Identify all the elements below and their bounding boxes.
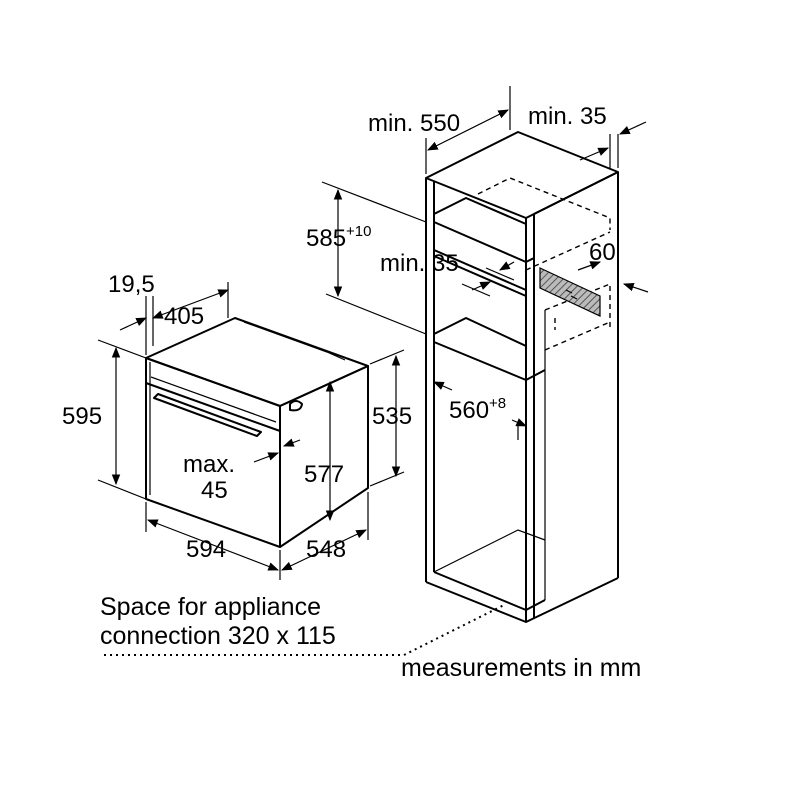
label-cabinet-min-width: min. 550 <box>368 110 460 137</box>
note-connection-line2: connection 320 x 115 <box>100 622 336 650</box>
oven-control-panel-line <box>145 382 281 432</box>
label-handle-gap-value: 45 <box>201 477 228 504</box>
oven-knob-icon <box>289 400 303 412</box>
label-depth: 548 <box>306 536 346 563</box>
oven-top-groove <box>243 321 346 361</box>
notes: Space for appliance connection 320 x 115… <box>100 593 641 682</box>
oven-handle <box>153 393 262 437</box>
label-niche-width: 560+8 <box>449 395 506 424</box>
label-depth-front: 405 <box>164 303 204 330</box>
label-handle-gap: max. <box>183 451 235 478</box>
note-connection-line1: Space for appliance <box>100 593 321 621</box>
oven-top-face <box>145 317 369 407</box>
oven-drawing <box>145 317 369 548</box>
label-height-niche: 577 <box>304 461 344 488</box>
cabinet-drawing <box>425 131 619 623</box>
cabinet-top-face <box>425 131 619 219</box>
label-side-gap: 19,5 <box>108 271 155 298</box>
oven-dimensions <box>97 282 405 580</box>
label-width: 594 <box>186 536 226 563</box>
label-cabinet-back-gap: min. 35 <box>528 103 607 130</box>
connection-leader-line <box>104 604 505 656</box>
label-shelf-gap: min. 35 <box>380 250 459 277</box>
cabinet-dimensions <box>321 86 649 440</box>
oven-panel-inner-line <box>150 376 277 423</box>
label-height-inner: 535 <box>372 403 412 430</box>
dimension-labels: 19,5 405 595 535 577 max. 45 594 548 min… <box>62 103 616 563</box>
vent-grille-icon <box>565 289 578 300</box>
note-units: measurements in mm <box>401 654 641 682</box>
oven-side-face <box>279 365 369 548</box>
label-height-outer: 595 <box>62 403 102 430</box>
label-vent: 60 <box>589 239 616 266</box>
label-niche-height: 585+10 <box>306 223 372 252</box>
